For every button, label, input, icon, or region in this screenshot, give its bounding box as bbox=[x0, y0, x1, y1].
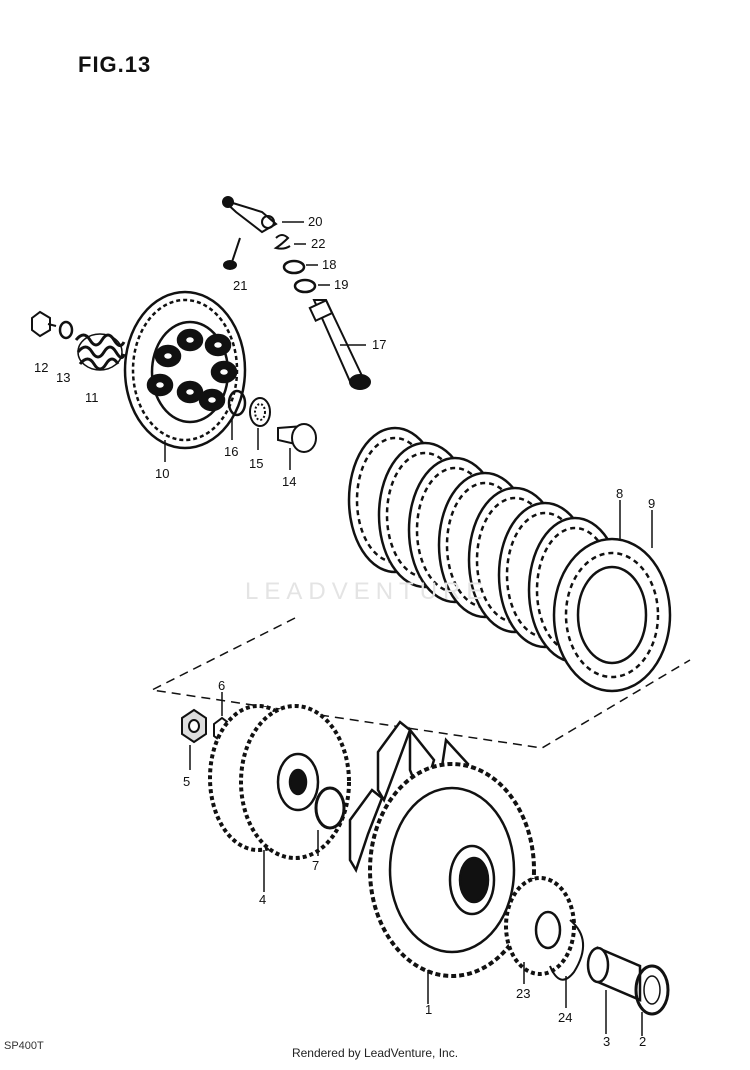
part-24-circlip bbox=[549, 919, 584, 1008]
callout-16: 16 bbox=[224, 444, 238, 459]
part-10-pressure-plate bbox=[123, 290, 247, 462]
part-19-oil-seal bbox=[293, 278, 330, 294]
callout-9: 9 bbox=[648, 496, 655, 511]
callout-13: 13 bbox=[56, 370, 70, 385]
part-1-clutch-housing bbox=[348, 720, 536, 1004]
figure-code: SP400T bbox=[4, 1040, 44, 1052]
part-18-washer bbox=[282, 259, 318, 275]
part-16-washer bbox=[227, 389, 247, 440]
callout-12: 12 bbox=[34, 360, 48, 375]
callout-21: 21 bbox=[233, 278, 247, 293]
part-11-clutch-spring bbox=[74, 333, 126, 371]
callout-11: 11 bbox=[85, 390, 99, 405]
part-4-clutch-gear bbox=[208, 704, 351, 892]
callout-3: 3 bbox=[603, 1034, 610, 1049]
part-3-sleeve bbox=[586, 946, 642, 1034]
part-2-thrust-washer bbox=[634, 964, 670, 1036]
part-17-release-shaft bbox=[308, 299, 371, 390]
part-12-bolt bbox=[31, 310, 57, 338]
footer-credit: Rendered by LeadVenture, Inc. bbox=[291, 1046, 459, 1060]
part-14-release-rod-piece bbox=[277, 423, 317, 470]
callout-4: 4 bbox=[259, 892, 266, 907]
callout-24: 24 bbox=[558, 1010, 572, 1025]
callout-10: 10 bbox=[155, 466, 169, 481]
callout-7: 7 bbox=[312, 858, 319, 873]
callout-1: 1 bbox=[425, 1002, 432, 1017]
callout-20: 20 bbox=[308, 214, 322, 229]
callout-18: 18 bbox=[322, 257, 336, 272]
callout-5: 5 bbox=[183, 774, 190, 789]
figure-title: FIG.13 bbox=[78, 52, 152, 77]
callout-6: 6 bbox=[218, 678, 225, 693]
callout-22: 22 bbox=[311, 236, 325, 251]
part-21-screw bbox=[223, 237, 241, 270]
part-13-washer bbox=[58, 320, 74, 340]
part-7-spacer bbox=[314, 786, 346, 856]
part-20-release-arm bbox=[222, 196, 304, 234]
callout-2: 2 bbox=[639, 1034, 646, 1049]
part-8-9-clutch-plate-stack bbox=[347, 426, 672, 693]
part-22-spring bbox=[273, 234, 306, 250]
part-23-primary-gear bbox=[504, 876, 576, 984]
part-5-nut bbox=[181, 708, 207, 770]
callout-23: 23 bbox=[516, 986, 530, 1001]
callout-15: 15 bbox=[249, 456, 263, 471]
callout-19: 19 bbox=[334, 277, 348, 292]
watermark: LEADVENTURE bbox=[245, 578, 489, 605]
callout-14: 14 bbox=[282, 474, 296, 489]
assembly-frame bbox=[149, 617, 691, 749]
part-15-thrust-bearing bbox=[249, 397, 271, 450]
callout-17: 17 bbox=[372, 337, 386, 352]
callout-8: 8 bbox=[616, 486, 623, 501]
